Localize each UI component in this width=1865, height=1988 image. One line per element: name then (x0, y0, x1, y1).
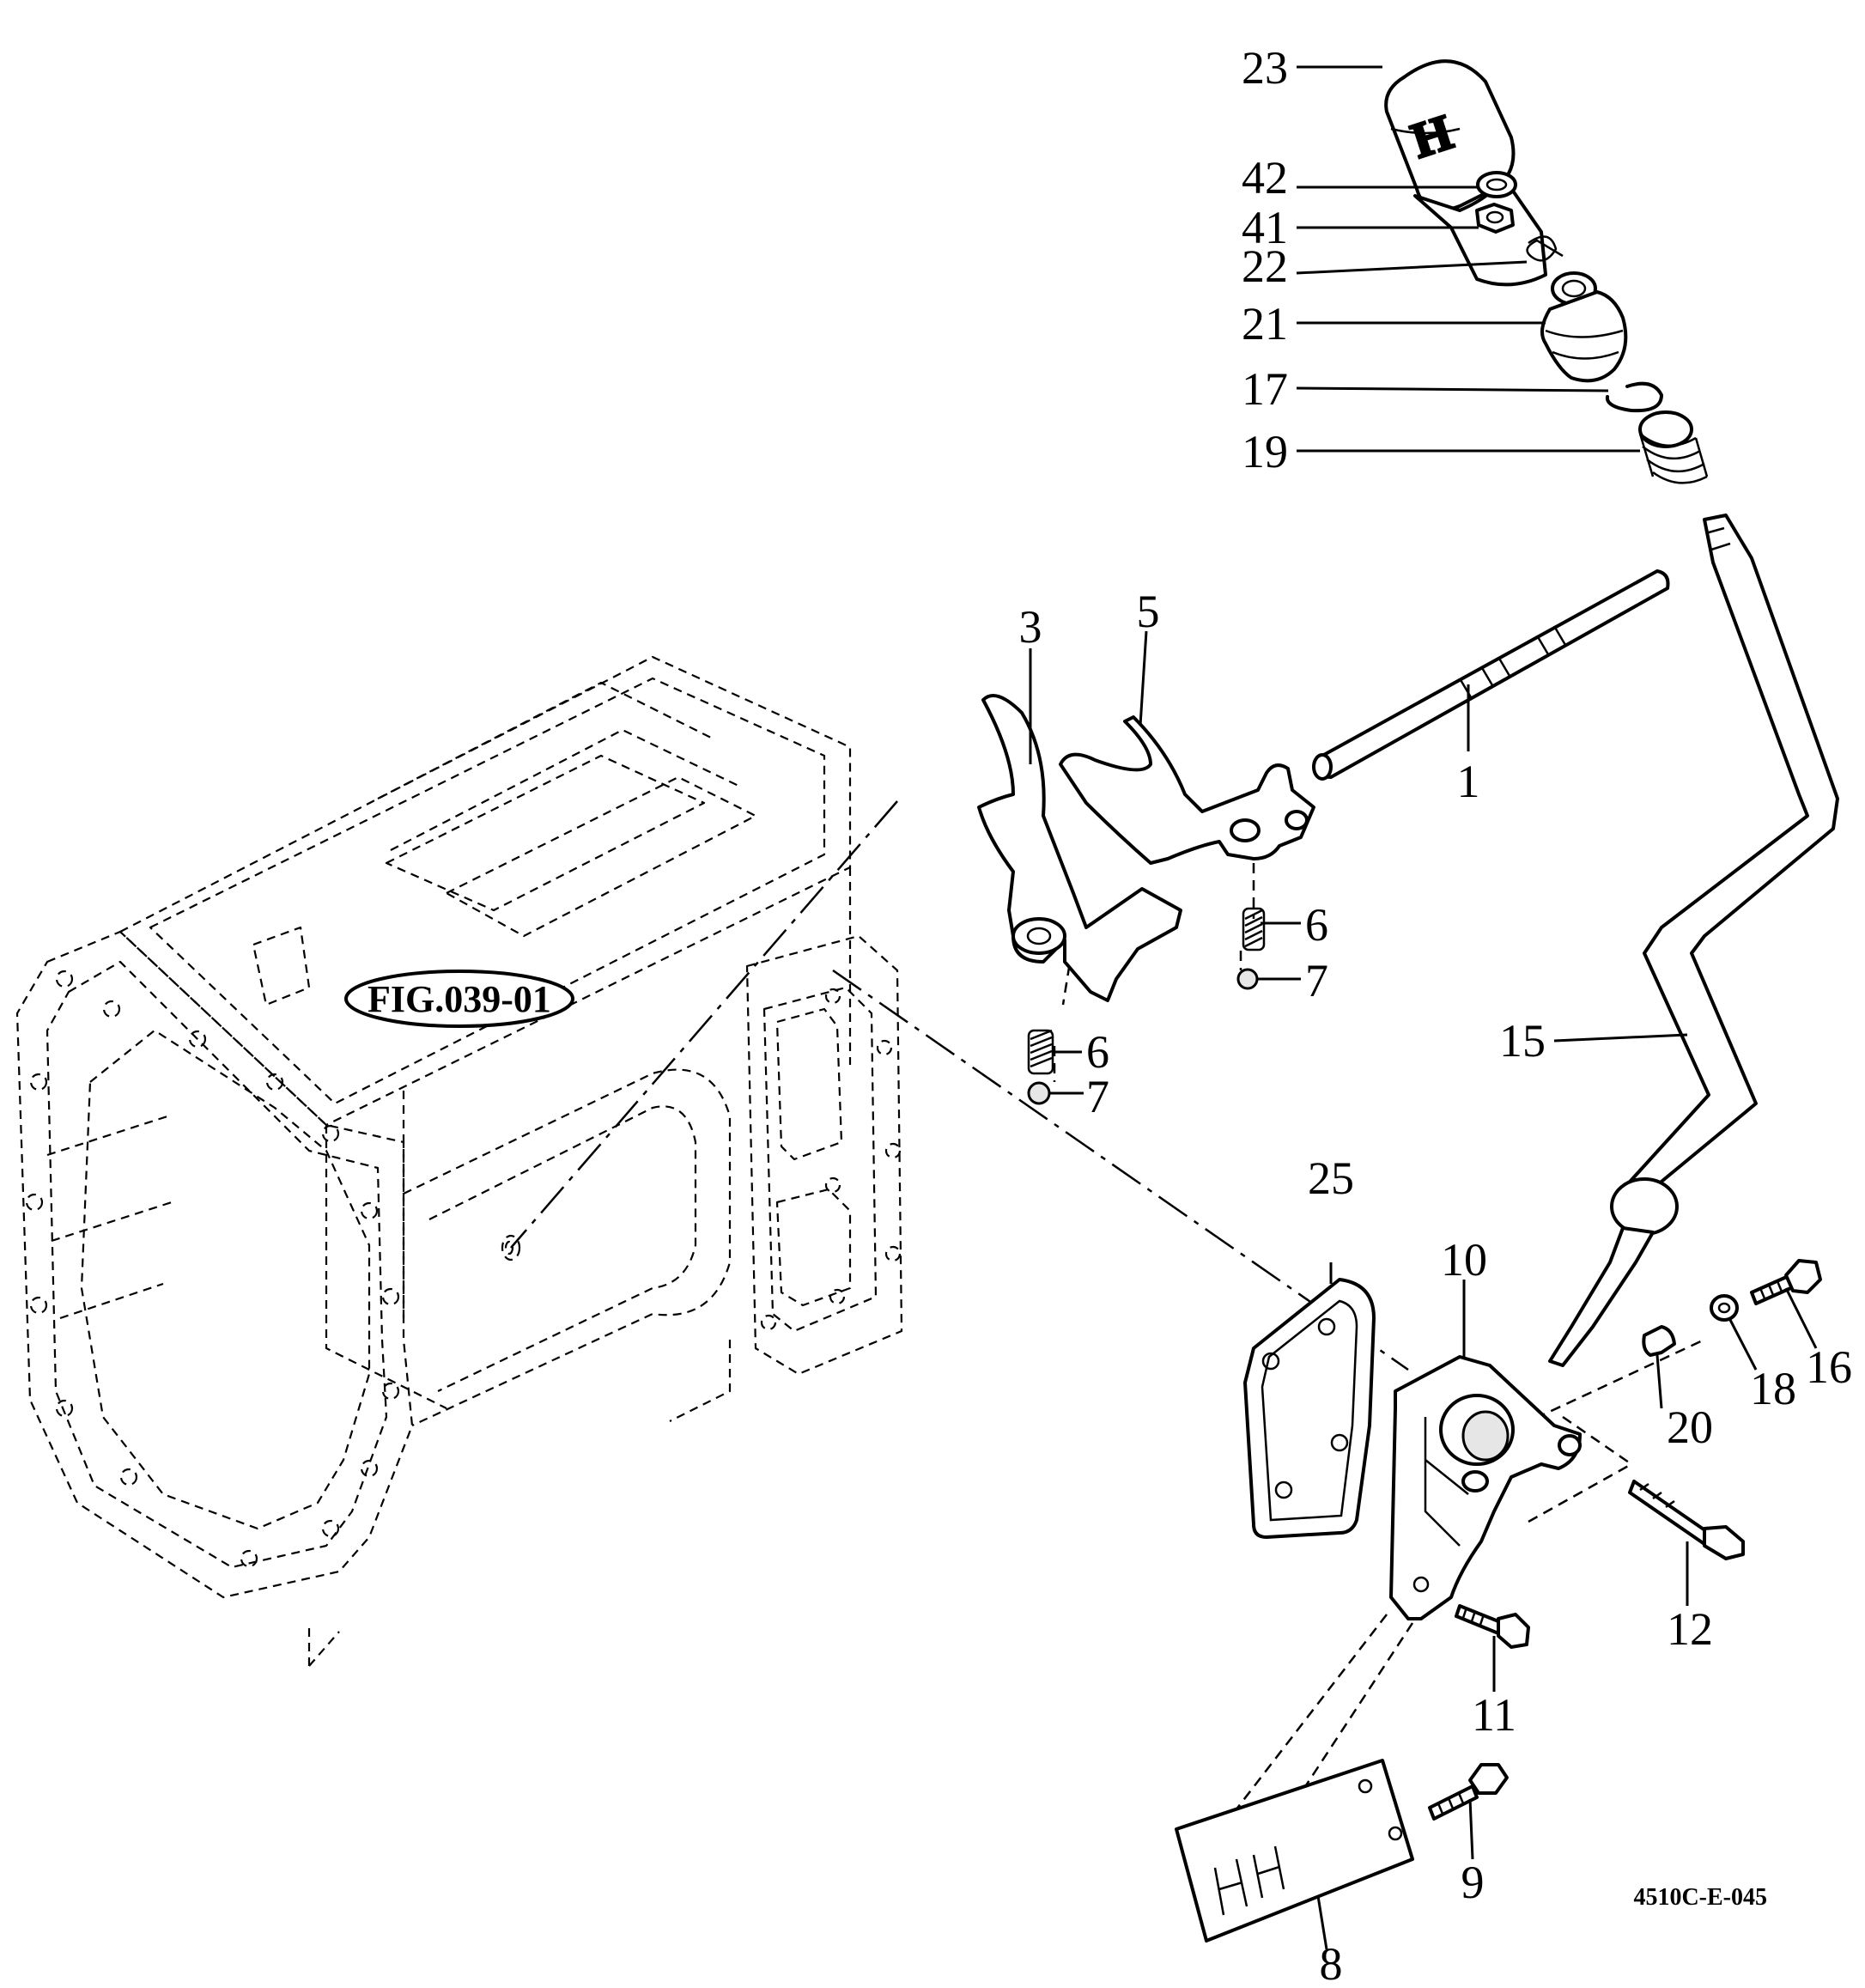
callout-17[interactable]: 17 (1242, 363, 1288, 415)
callout-7-lower[interactable]: 7 (1086, 1071, 1109, 1122)
callout-42[interactable]: 42 (1242, 152, 1288, 204)
callout-22[interactable]: 22 (1242, 240, 1288, 292)
cover-gasket[interactable] (1243, 1278, 1376, 1539)
drawing-code: 4510C-E-045 (1633, 1884, 1767, 1911)
dowel-pin[interactable] (1642, 1325, 1676, 1357)
shift-fork-5[interactable] (1059, 715, 1315, 865)
shift-pattern-plate[interactable] (1175, 1759, 1414, 1942)
callout-19[interactable]: 19 (1242, 426, 1288, 477)
callout-41[interactable]: 41 (1242, 202, 1288, 253)
snap-ring[interactable] (1605, 381, 1663, 413)
callout-5[interactable]: 5 (1137, 586, 1160, 637)
detent-spring-lower[interactable] (1027, 1029, 1054, 1075)
hex-bolt-16[interactable] (1750, 1259, 1822, 1305)
hex-bolt-9[interactable] (1428, 1763, 1509, 1821)
leader-lines (1029, 65, 1818, 1950)
callout-20[interactable]: 20 (1667, 1401, 1713, 1453)
callout-6-lower[interactable]: 6 (1086, 1026, 1109, 1078)
figure-reference-text: FIG.039-01 (368, 978, 551, 1020)
callout-12[interactable]: 12 (1667, 1603, 1713, 1655)
hex-bolt-12[interactable] (1628, 1480, 1745, 1560)
detent-ball-upper[interactable] (1236, 968, 1259, 990)
hex-bolt-11[interactable] (1455, 1604, 1530, 1649)
callout-25[interactable]: 25 (1308, 1152, 1354, 1204)
callout-10[interactable]: 10 (1441, 1234, 1487, 1286)
callout-15[interactable]: 15 (1499, 1015, 1546, 1067)
callout-7-upper[interactable]: 7 (1305, 955, 1328, 1006)
callout-11[interactable]: 11 (1472, 1689, 1516, 1741)
shift-knob[interactable]: H (1384, 59, 1547, 287)
svg-text:H: H (1405, 104, 1459, 169)
figure-reference-tag[interactable]: FIG.039-01 (344, 970, 574, 1028)
lock-nut[interactable] (1475, 203, 1515, 234)
callout-23[interactable]: 23 (1242, 42, 1288, 94)
transmission-housing-ghost (15, 655, 903, 1667)
callout-18[interactable]: 18 (1750, 1363, 1796, 1414)
shift-cover[interactable] (1389, 1355, 1582, 1620)
callout-6-upper[interactable]: 6 (1305, 899, 1328, 951)
coil-spring[interactable] (1638, 410, 1709, 484)
shift-fork-3[interactable] (977, 694, 1182, 1002)
callout-labels: 23 42 41 22 21 17 19 3 5 1 6 7 6 7 15 25… (1019, 42, 1853, 1988)
detent-ball-lower[interactable] (1027, 1081, 1051, 1105)
flat-washer[interactable] (1710, 1294, 1739, 1322)
callout-16[interactable]: 16 (1806, 1341, 1852, 1393)
detent-spring-upper[interactable] (1242, 907, 1266, 951)
washer[interactable] (1476, 171, 1517, 198)
selector-rail[interactable] (1312, 569, 1670, 781)
callout-3[interactable]: 3 (1019, 601, 1042, 653)
callout-1[interactable]: 1 (1457, 756, 1480, 807)
callout-8[interactable]: 8 (1320, 1938, 1343, 1988)
rubber-boot[interactable] (1540, 271, 1628, 383)
spring-clip[interactable] (1526, 235, 1564, 262)
shift-lever[interactable] (1548, 514, 1839, 1367)
callout-9[interactable]: 9 (1461, 1857, 1485, 1908)
callout-21[interactable]: 21 (1242, 298, 1288, 350)
